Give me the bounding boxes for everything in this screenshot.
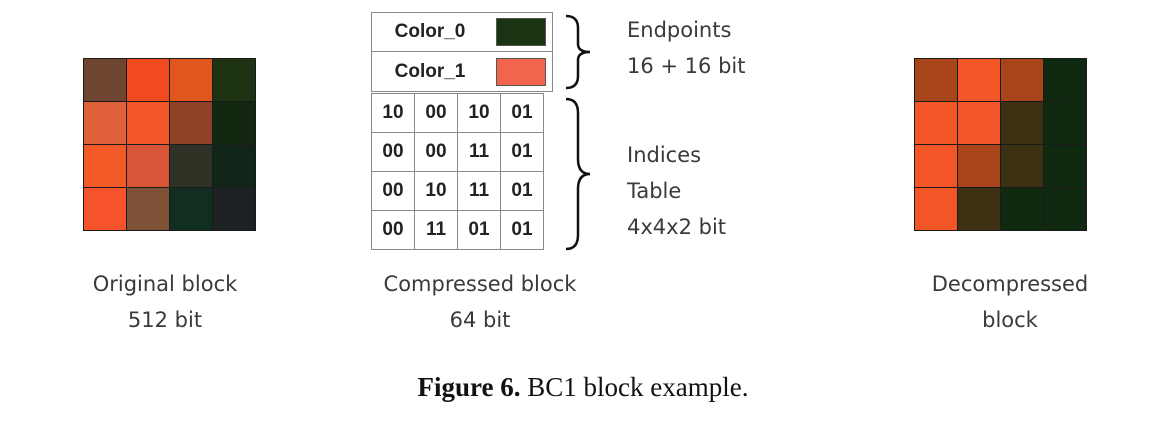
decompressed-block-label: block [982, 308, 1038, 332]
decompressed-pixel [1044, 102, 1086, 144]
decompressed-pixel [1001, 59, 1043, 101]
decompressed-pixel [958, 188, 1000, 230]
indices-note-line1: Indices [627, 143, 702, 167]
index-cell: 10 [371, 93, 415, 133]
decompressed-pixel [915, 102, 957, 144]
original-pixel [84, 102, 126, 144]
decompressed-pixel [1044, 59, 1086, 101]
index-cell: 01 [500, 171, 544, 211]
decompressed-block-grid [914, 58, 1087, 231]
index-cell: 01 [500, 93, 544, 133]
color-1-label: Color_1 [394, 60, 466, 82]
index-cell: 01 [500, 210, 544, 250]
index-cell: 11 [457, 132, 501, 172]
color-0-swatch [496, 18, 546, 46]
decompressed-pixel [958, 145, 1000, 187]
indices-note-line2: Table [627, 179, 682, 203]
original-pixel [127, 102, 169, 144]
decompressed-pixel [915, 59, 957, 101]
endpoints-note: Endpoints 16 + 16 bit [627, 12, 745, 84]
original-pixel [170, 188, 212, 230]
endpoints-note-title: Endpoints [627, 18, 732, 42]
original-pixel [213, 145, 255, 187]
compressed-block-caption: Compressed block 64 bit [350, 266, 610, 338]
original-block-caption: Original block 512 bit [60, 266, 270, 338]
index-cell: 01 [500, 132, 544, 172]
original-block-title: Original block [92, 272, 238, 296]
indices-note: Indices Table 4x4x2 bit [627, 137, 726, 245]
index-cell: 10 [414, 171, 458, 211]
original-block-grid [83, 58, 256, 231]
original-block-size: 512 bit [127, 308, 203, 332]
indices-row: 00 11 01 01 [371, 210, 544, 250]
color-0-label: Color_0 [394, 21, 466, 42]
original-pixel [84, 188, 126, 230]
original-pixel [170, 145, 212, 187]
index-cell: 11 [414, 210, 458, 250]
original-pixel [127, 59, 169, 101]
original-pixel [84, 59, 126, 101]
original-pixel [127, 188, 169, 230]
decompressed-pixel [1001, 188, 1043, 230]
decompressed-pixel [958, 59, 1000, 101]
original-pixel [127, 145, 169, 187]
color-0-row: Color_0 [372, 13, 552, 52]
original-pixel [170, 59, 212, 101]
index-cell: 00 [414, 132, 458, 172]
decompressed-block-title: Decompressed [931, 272, 1089, 296]
endpoints-table: Color_0 Color_1 [371, 12, 553, 92]
indices-row: 10 00 10 01 [371, 93, 544, 133]
compressed-block-title: Compressed block [383, 272, 577, 296]
indices-row: 00 00 11 01 [371, 132, 544, 172]
indices-table: 10 00 10 01 00 00 11 01 00 10 11 01 00 1… [371, 93, 544, 250]
index-cell: 00 [414, 93, 458, 133]
indices-row: 00 10 11 01 [371, 171, 544, 211]
color-1-swatch [496, 57, 546, 86]
decompressed-pixel [1044, 188, 1086, 230]
endpoints-note-size: 16 + 16 bit [627, 54, 746, 78]
original-pixel [84, 145, 126, 187]
original-pixel [213, 188, 255, 230]
decompressed-pixel [1044, 145, 1086, 187]
decompressed-pixel [958, 102, 1000, 144]
indices-brace-icon [565, 97, 591, 251]
original-pixel [170, 102, 212, 144]
figure-caption: Figure 6. BC1 block example. [0, 372, 1166, 403]
index-cell: 10 [457, 93, 501, 133]
figure-caption-text: BC1 block example. [520, 372, 749, 402]
decompressed-block-caption: Decompressed block [890, 266, 1130, 338]
figure-number: Figure 6. [417, 372, 521, 402]
endpoints-brace-icon [565, 14, 591, 90]
original-pixel [213, 59, 255, 101]
decompressed-pixel [915, 188, 957, 230]
index-cell: 01 [457, 210, 501, 250]
index-cell: 00 [371, 132, 415, 172]
color-1-row: Color_1 [372, 52, 552, 91]
compressed-block-size: 64 bit [449, 308, 511, 332]
index-cell: 11 [457, 171, 501, 211]
decompressed-pixel [1001, 102, 1043, 144]
original-pixel [213, 102, 255, 144]
index-cell: 00 [371, 171, 415, 211]
indices-note-line3: 4x4x2 bit [627, 215, 727, 239]
decompressed-pixel [1001, 145, 1043, 187]
index-cell: 00 [371, 210, 415, 250]
decompressed-pixel [915, 145, 957, 187]
